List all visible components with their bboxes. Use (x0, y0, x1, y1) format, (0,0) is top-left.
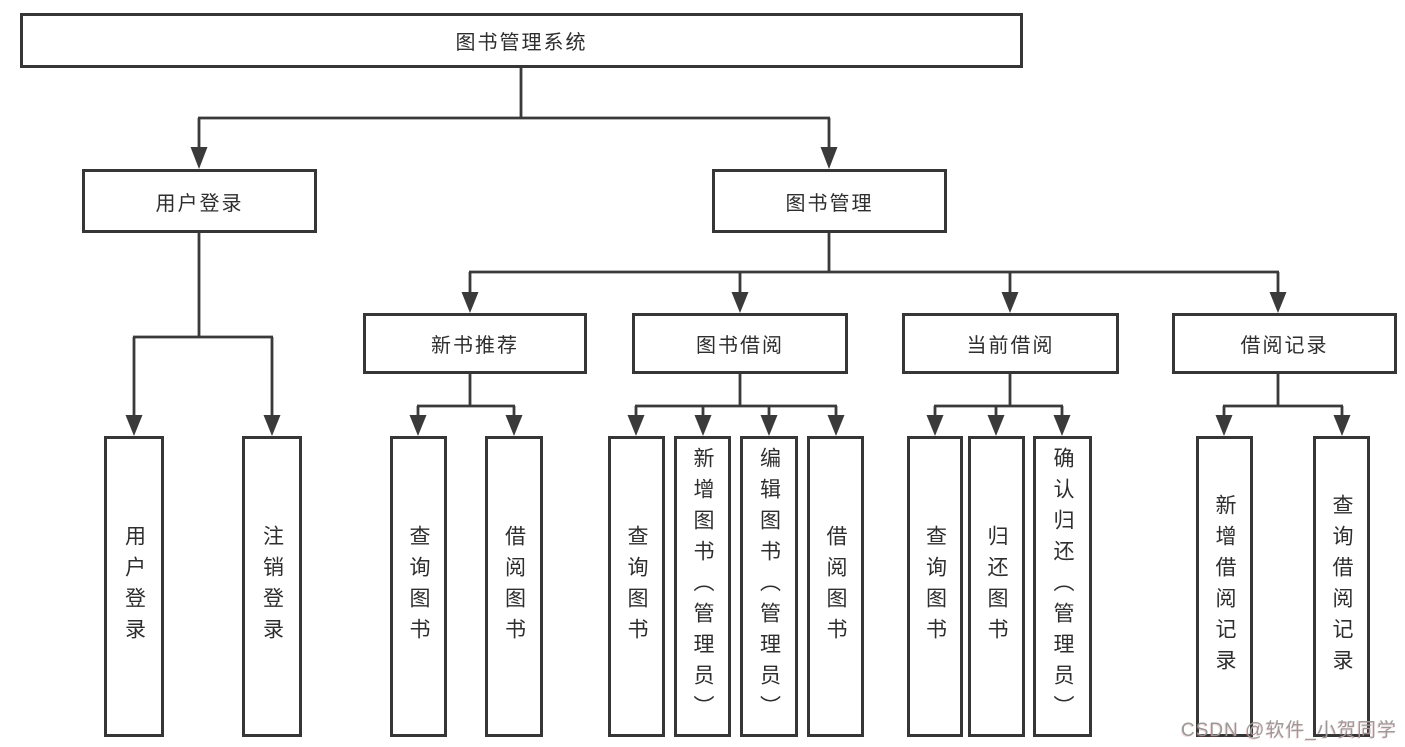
node-borrowing-records: 借阅记录 (1172, 313, 1397, 374)
watermark: CSDN @软件_小贺同学 (1181, 720, 1397, 741)
leaf-query-books-recommend: 查询图书 (390, 436, 447, 737)
node-root: 图书管理系统 (20, 13, 1023, 68)
leaf-add-book-admin: 新增图书（管理员） (674, 436, 731, 737)
leaf-borrow-books-label: 借阅图书 (824, 524, 847, 649)
leaf-edit-book-admin-label: 编辑图书（管理员） (757, 447, 781, 726)
leaf-confirm-return-admin-label: 确认归还（管理员） (1051, 447, 1074, 726)
node-new-book-recommend: 新书推荐 (363, 313, 587, 374)
leaf-query-books-borrowing: 查询图书 (608, 436, 665, 737)
leaf-user-login: 用户登录 (104, 436, 164, 737)
leaf-return-book-label: 归还图书 (985, 524, 1008, 649)
leaf-return-book: 归还图书 (968, 436, 1025, 737)
leaf-query-borrow-record: 查询借阅记录 (1313, 436, 1370, 737)
leaf-logout-label: 注销登录 (260, 524, 284, 649)
leaf-query-books-current-label: 查询图书 (923, 524, 947, 649)
leaf-borrow-books-recommend: 借阅图书 (485, 436, 543, 737)
leaf-query-books-recommend-label: 查询图书 (407, 524, 430, 649)
leaf-logout: 注销登录 (242, 436, 302, 737)
leaf-query-books-borrowing-label: 查询图书 (625, 524, 648, 649)
leaf-add-borrow-record: 新增借阅记录 (1196, 436, 1253, 737)
leaf-user-login-label: 用户登录 (122, 524, 146, 649)
node-book-borrowing: 图书借阅 (632, 313, 848, 374)
leaf-borrow-books: 借阅图书 (807, 436, 864, 737)
node-current-borrowing: 当前借阅 (902, 313, 1119, 374)
leaf-add-borrow-record-label: 新增借阅记录 (1213, 493, 1236, 680)
leaf-edit-book-admin: 编辑图书（管理员） (740, 436, 798, 737)
node-user-login: 用户登录 (82, 169, 317, 233)
leaf-query-borrow-record-label: 查询借阅记录 (1330, 493, 1353, 680)
node-book-management: 图书管理 (712, 169, 947, 233)
leaf-confirm-return-admin: 确认归还（管理员） (1033, 436, 1092, 737)
leaf-query-books-current: 查询图书 (907, 436, 963, 737)
leaf-add-book-admin-label: 新增图书（管理员） (691, 447, 714, 726)
leaf-borrow-books-recommend-label: 借阅图书 (502, 524, 526, 649)
